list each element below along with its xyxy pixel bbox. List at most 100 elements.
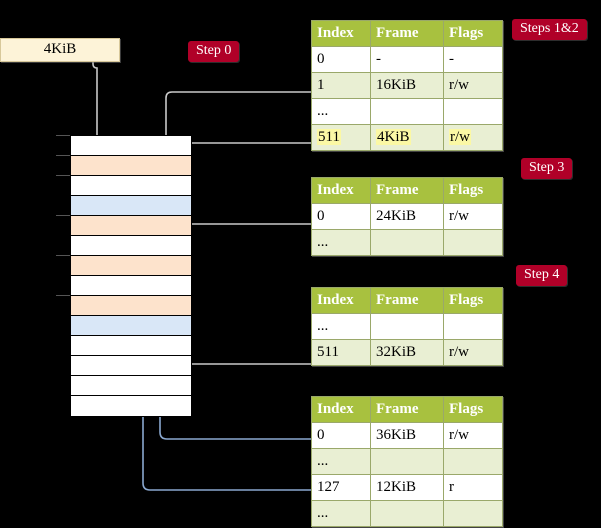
cell-flags — [443, 448, 503, 475]
cell-flags — [443, 98, 503, 125]
cell-frame: 16KiB — [370, 72, 444, 99]
cell-flags: r/w — [443, 339, 503, 366]
cell-flags: r/w — [443, 422, 503, 449]
memory-tick — [56, 175, 70, 176]
cell-index: 511 — [311, 339, 371, 366]
cell-index: ... — [311, 313, 371, 340]
cell-flags: r — [443, 474, 503, 501]
memory-row — [71, 136, 191, 156]
column-header-frame: Frame — [370, 20, 444, 47]
cell-flags: r/w — [443, 124, 503, 151]
memory-row — [71, 236, 191, 256]
wire-t3r511-to-memory — [179, 309, 311, 365]
memory-row — [71, 216, 191, 236]
memory-row — [71, 176, 191, 196]
page-table-row: 0-- — [311, 46, 503, 73]
column-header-frame: Frame — [370, 177, 444, 204]
cell-frame: 4KiB — [370, 124, 444, 151]
memory-tick — [56, 295, 70, 296]
column-header-index: Index — [311, 287, 371, 314]
memory-row — [71, 376, 191, 396]
memory-row — [71, 296, 191, 316]
request-label: 4KiB — [43, 41, 77, 57]
cell-frame — [370, 313, 444, 340]
column-header-frame: Frame — [370, 287, 444, 314]
column-header-flags: Flags — [443, 177, 503, 204]
cell-frame — [370, 500, 444, 527]
memory-row — [71, 256, 191, 276]
cell-frame: 24KiB — [370, 203, 444, 230]
cell-index: ... — [311, 448, 371, 475]
badge-step-4-label: Step 4 — [524, 267, 560, 282]
memory-row — [71, 356, 191, 376]
column-header-flags: Flags — [443, 287, 503, 314]
cell-index: 0 — [311, 203, 371, 230]
cell-index: 0 — [311, 46, 371, 73]
page-table-row: ... — [311, 313, 503, 340]
memory-row — [71, 316, 191, 336]
wire-t2r0-to-memory — [179, 223, 311, 272]
column-header-frame: Frame — [370, 396, 444, 423]
badge-step-3-label: Step 3 — [529, 160, 565, 175]
badge-step-4: Step 4 — [516, 265, 568, 286]
cell-index: 1 — [311, 72, 371, 99]
page-table-row: ... — [311, 98, 503, 125]
cell-index: 511 — [311, 124, 371, 151]
memory-tick — [56, 155, 70, 156]
cell-flags: r/w — [443, 203, 503, 230]
memory-tick — [56, 215, 70, 216]
cell-flags: - — [443, 46, 503, 73]
column-header-flags: Flags — [443, 20, 503, 47]
memory-tick — [56, 135, 70, 136]
request-box: 4KiB — [0, 38, 120, 62]
memory-row — [71, 156, 191, 176]
badge-steps-1-2-label: Steps 1&2 — [520, 21, 579, 36]
cell-flags — [443, 229, 503, 256]
cell-flags: r/w — [443, 72, 503, 99]
page-table-row: ... — [311, 229, 503, 256]
cell-index: ... — [311, 229, 371, 256]
cell-index: ... — [311, 500, 371, 527]
page-table-row: ... — [311, 448, 503, 475]
cell-frame — [370, 229, 444, 256]
badge-step-0-label: Step 0 — [196, 43, 232, 58]
memory-row — [71, 196, 191, 216]
cell-frame: 12KiB — [370, 474, 444, 501]
column-header-flags: Flags — [443, 396, 503, 423]
cell-flags — [443, 500, 503, 527]
cell-flags — [443, 313, 503, 340]
cell-frame — [370, 448, 444, 475]
column-header-index: Index — [311, 396, 371, 423]
cell-frame: 32KiB — [370, 339, 444, 366]
column-header-index: Index — [311, 20, 371, 47]
page-table-row: ... — [311, 500, 503, 527]
memory-row — [71, 396, 191, 416]
cell-index: ... — [311, 98, 371, 125]
cell-frame: - — [370, 46, 444, 73]
cell-frame — [370, 98, 444, 125]
badge-step-0: Step 0 — [188, 41, 240, 62]
cell-index: 0 — [311, 422, 371, 449]
column-header-index: Index — [311, 177, 371, 204]
memory-row — [71, 336, 191, 356]
badge-step-3: Step 3 — [521, 158, 573, 179]
cell-index: 127 — [311, 474, 371, 501]
badge-steps-1-2: Steps 1&2 — [512, 19, 587, 40]
physical-memory-column — [70, 135, 192, 417]
cell-frame: 36KiB — [370, 422, 444, 449]
